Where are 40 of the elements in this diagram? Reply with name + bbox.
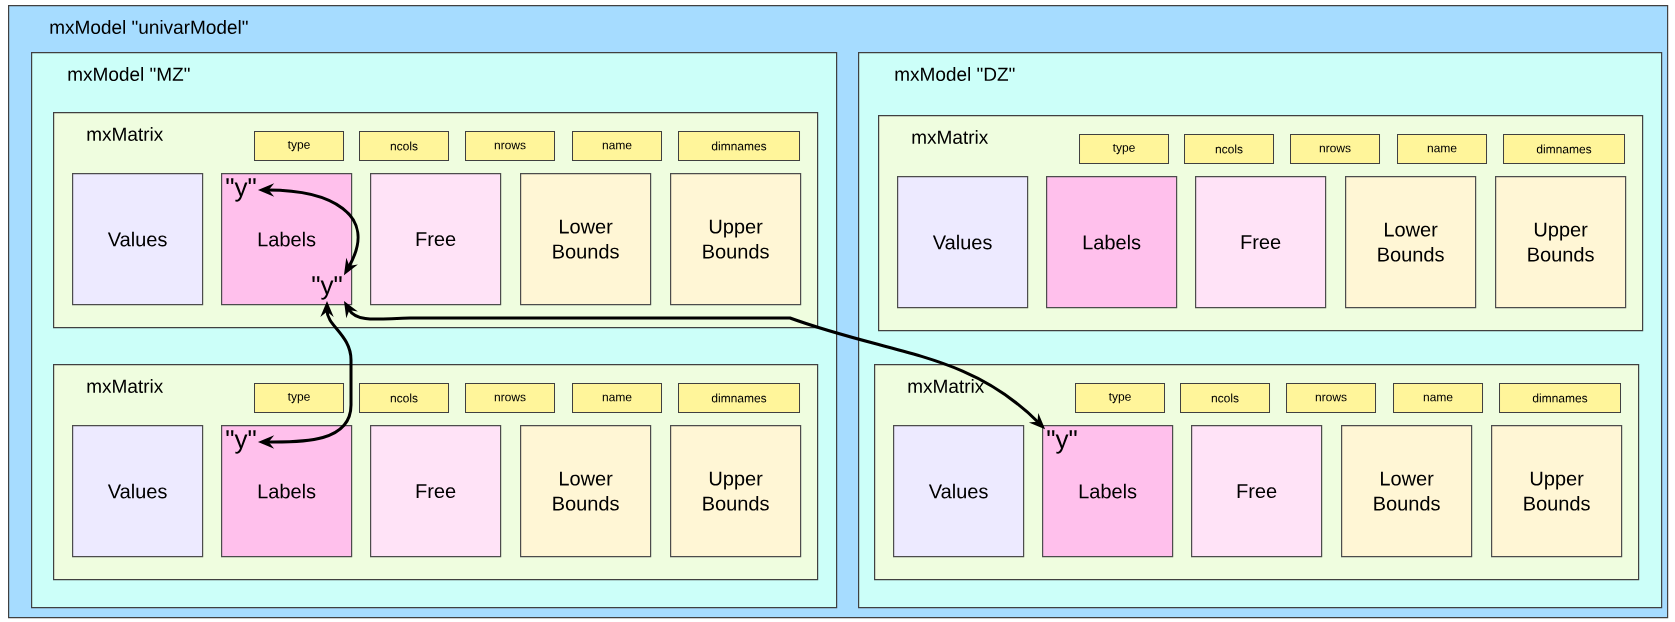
slot-tag: name <box>1393 383 1483 413</box>
matrix-grid: Upper Bounds <box>1491 425 1623 558</box>
slot-tag: ncols <box>359 131 449 161</box>
slot-tag: name <box>1397 134 1487 164</box>
matrix-grid: Lower Bounds <box>1345 176 1477 309</box>
slot-tag: dimnames <box>678 131 800 161</box>
slot-tag: ncols <box>1184 134 1274 164</box>
slot-tag: nrows <box>465 383 555 413</box>
slot-tag: nrows <box>1286 383 1376 413</box>
slot-tag: nrows <box>465 131 555 161</box>
matrix-grid: Values <box>72 173 204 306</box>
matrix-grid: Free <box>1191 425 1323 558</box>
slot-tag: name <box>572 131 662 161</box>
matrix-grid: Lower Bounds <box>520 425 652 558</box>
matrix-grid: Values <box>897 176 1029 309</box>
matrix-grid: Free <box>370 425 502 558</box>
label-value: "y" <box>226 178 256 202</box>
label-value: "y" <box>226 430 256 454</box>
slot-tag: ncols <box>1180 383 1270 413</box>
matrix-grid: Values <box>893 425 1025 558</box>
slot-tag: type <box>254 131 344 161</box>
matrix-grid: Upper Bounds <box>670 173 802 306</box>
slot-tag: dimnames <box>1503 134 1625 164</box>
matrix-grid: Free <box>1195 176 1327 309</box>
slot-tag: name <box>572 383 662 413</box>
matrix-grid: Labels <box>1046 176 1178 309</box>
slot-tag: type <box>1079 134 1169 164</box>
matrix-grid: Lower Bounds <box>520 173 652 306</box>
matrix-grid: Free <box>370 173 502 306</box>
matrix-grid: Upper Bounds <box>670 425 802 558</box>
slot-tag: dimnames <box>1499 383 1621 413</box>
matrix-grid: Upper Bounds <box>1495 176 1627 309</box>
slot-tag: type <box>1075 383 1165 413</box>
slot-tag: dimnames <box>678 383 800 413</box>
matrix-grid: Lower Bounds <box>1341 425 1473 558</box>
slot-tag: nrows <box>1290 134 1380 164</box>
slot-tag: ncols <box>359 383 449 413</box>
matrix-grid: Values <box>72 425 204 558</box>
label-value: "y" <box>1047 430 1077 454</box>
label-value: "y" <box>312 276 342 300</box>
